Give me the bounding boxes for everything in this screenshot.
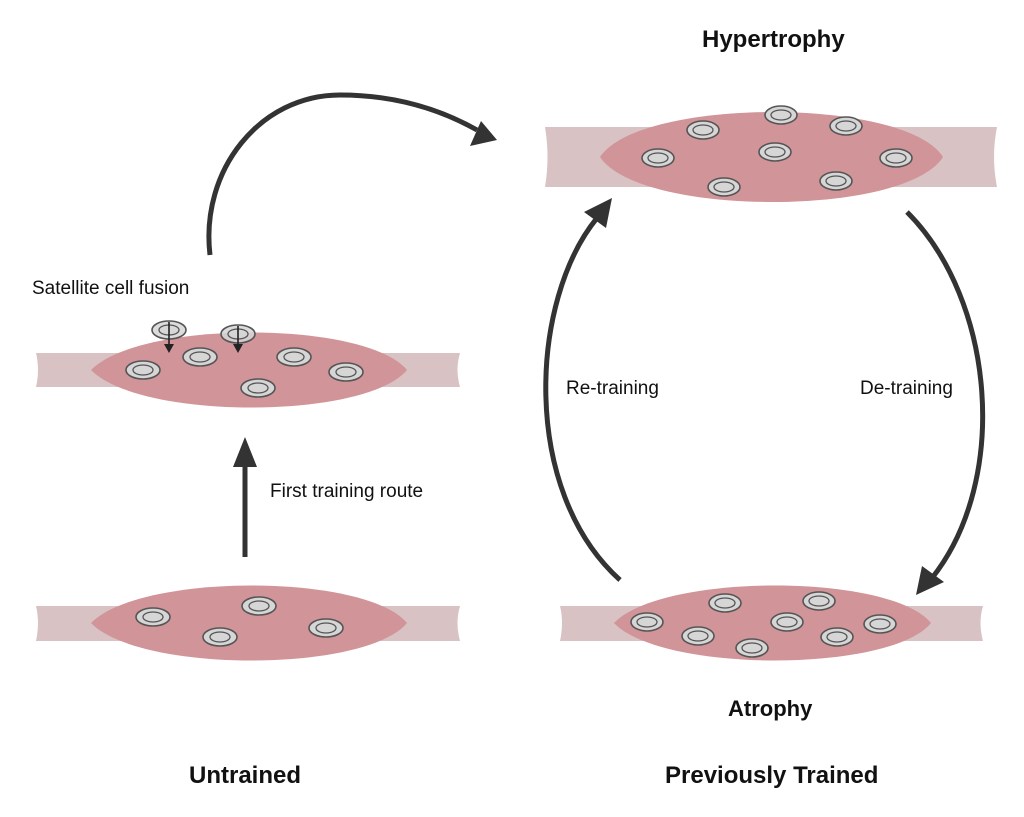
label-previously-trained: Previously Trained — [665, 762, 879, 789]
label-untrained: Untrained — [189, 762, 302, 789]
nucleus — [125, 360, 161, 380]
nucleus — [829, 116, 863, 136]
nucleus — [707, 177, 741, 197]
muscle-fiber-untrained — [36, 585, 460, 661]
muscle-fiber-fusion — [36, 320, 460, 408]
nucleus — [879, 148, 913, 168]
nucleus — [641, 148, 675, 168]
nucleus — [308, 618, 344, 638]
nucleus — [764, 105, 798, 125]
label-satellite-cell-fusion: Satellite cell fusion — [32, 278, 190, 299]
nucleus — [328, 362, 364, 382]
nucleus — [863, 614, 897, 634]
label-hypertrophy: Hypertrophy — [702, 26, 845, 53]
nucleus — [240, 378, 276, 398]
nucleus — [820, 627, 854, 647]
arrow-to-hypertrophy-icon — [206, 92, 497, 256]
label-atrophy: Atrophy — [728, 696, 813, 721]
nucleus — [241, 596, 277, 616]
arrow-de-training-icon — [905, 210, 986, 595]
nucleus — [770, 612, 804, 632]
nucleus-group — [641, 105, 913, 197]
nucleus-group — [125, 347, 364, 398]
nucleus-group — [630, 591, 897, 658]
label-de-training: De-training — [860, 378, 953, 399]
fusion-arrow-icon — [233, 326, 243, 353]
nucleus — [182, 347, 218, 367]
nucleus — [135, 607, 171, 627]
fusion-arrow-icon — [164, 322, 174, 353]
muscle-fiber-atrophy — [560, 585, 983, 661]
label-first-training-route: First training route — [270, 481, 424, 502]
nucleus — [686, 120, 720, 140]
nucleus — [758, 142, 792, 162]
muscle-fiber-hypertrophy — [545, 105, 997, 202]
satellite-cells — [151, 320, 256, 353]
nucleus — [802, 591, 836, 611]
nucleus — [681, 626, 715, 646]
nucleus — [202, 627, 238, 647]
nucleus — [276, 347, 312, 367]
nucleus-group — [135, 596, 344, 647]
label-re-training: Re-training — [566, 378, 659, 399]
nucleus — [708, 593, 742, 613]
nucleus — [630, 612, 664, 632]
nucleus — [819, 171, 853, 191]
nucleus — [735, 638, 769, 658]
arrow-first-training-icon — [233, 437, 257, 557]
arrow-re-training-icon — [543, 198, 622, 582]
